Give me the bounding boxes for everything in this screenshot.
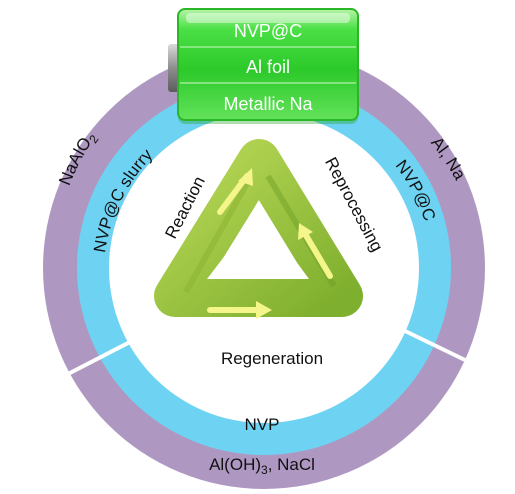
arrow-regeneration: [207, 301, 272, 319]
triangle-band-left: [183, 176, 253, 294]
ring-divider-left: [67, 340, 131, 376]
battery-highlight: [186, 13, 350, 23]
arrow-reprocessing: [298, 223, 333, 279]
inner-label-bottom: NVP: [245, 415, 280, 434]
triangle-hole: [207, 211, 309, 279]
battery-layer-metallic-na: Metallic Na: [223, 94, 313, 114]
arrow-reaction: [217, 168, 253, 215]
battery-layer-nvpc: NVP@C: [234, 21, 302, 41]
battery-layer-al-foil: Al foil: [246, 57, 290, 77]
battery-body: [177, 8, 359, 121]
label-regeneration: Regeneration: [221, 349, 323, 368]
recycle-triangle: [154, 139, 363, 319]
ring-divider-right: [402, 328, 466, 362]
outer-label-bottom: Al(OH)3, NaCl: [209, 455, 315, 477]
battery: NVP@C Al foil Metallic Na: [168, 8, 359, 124]
